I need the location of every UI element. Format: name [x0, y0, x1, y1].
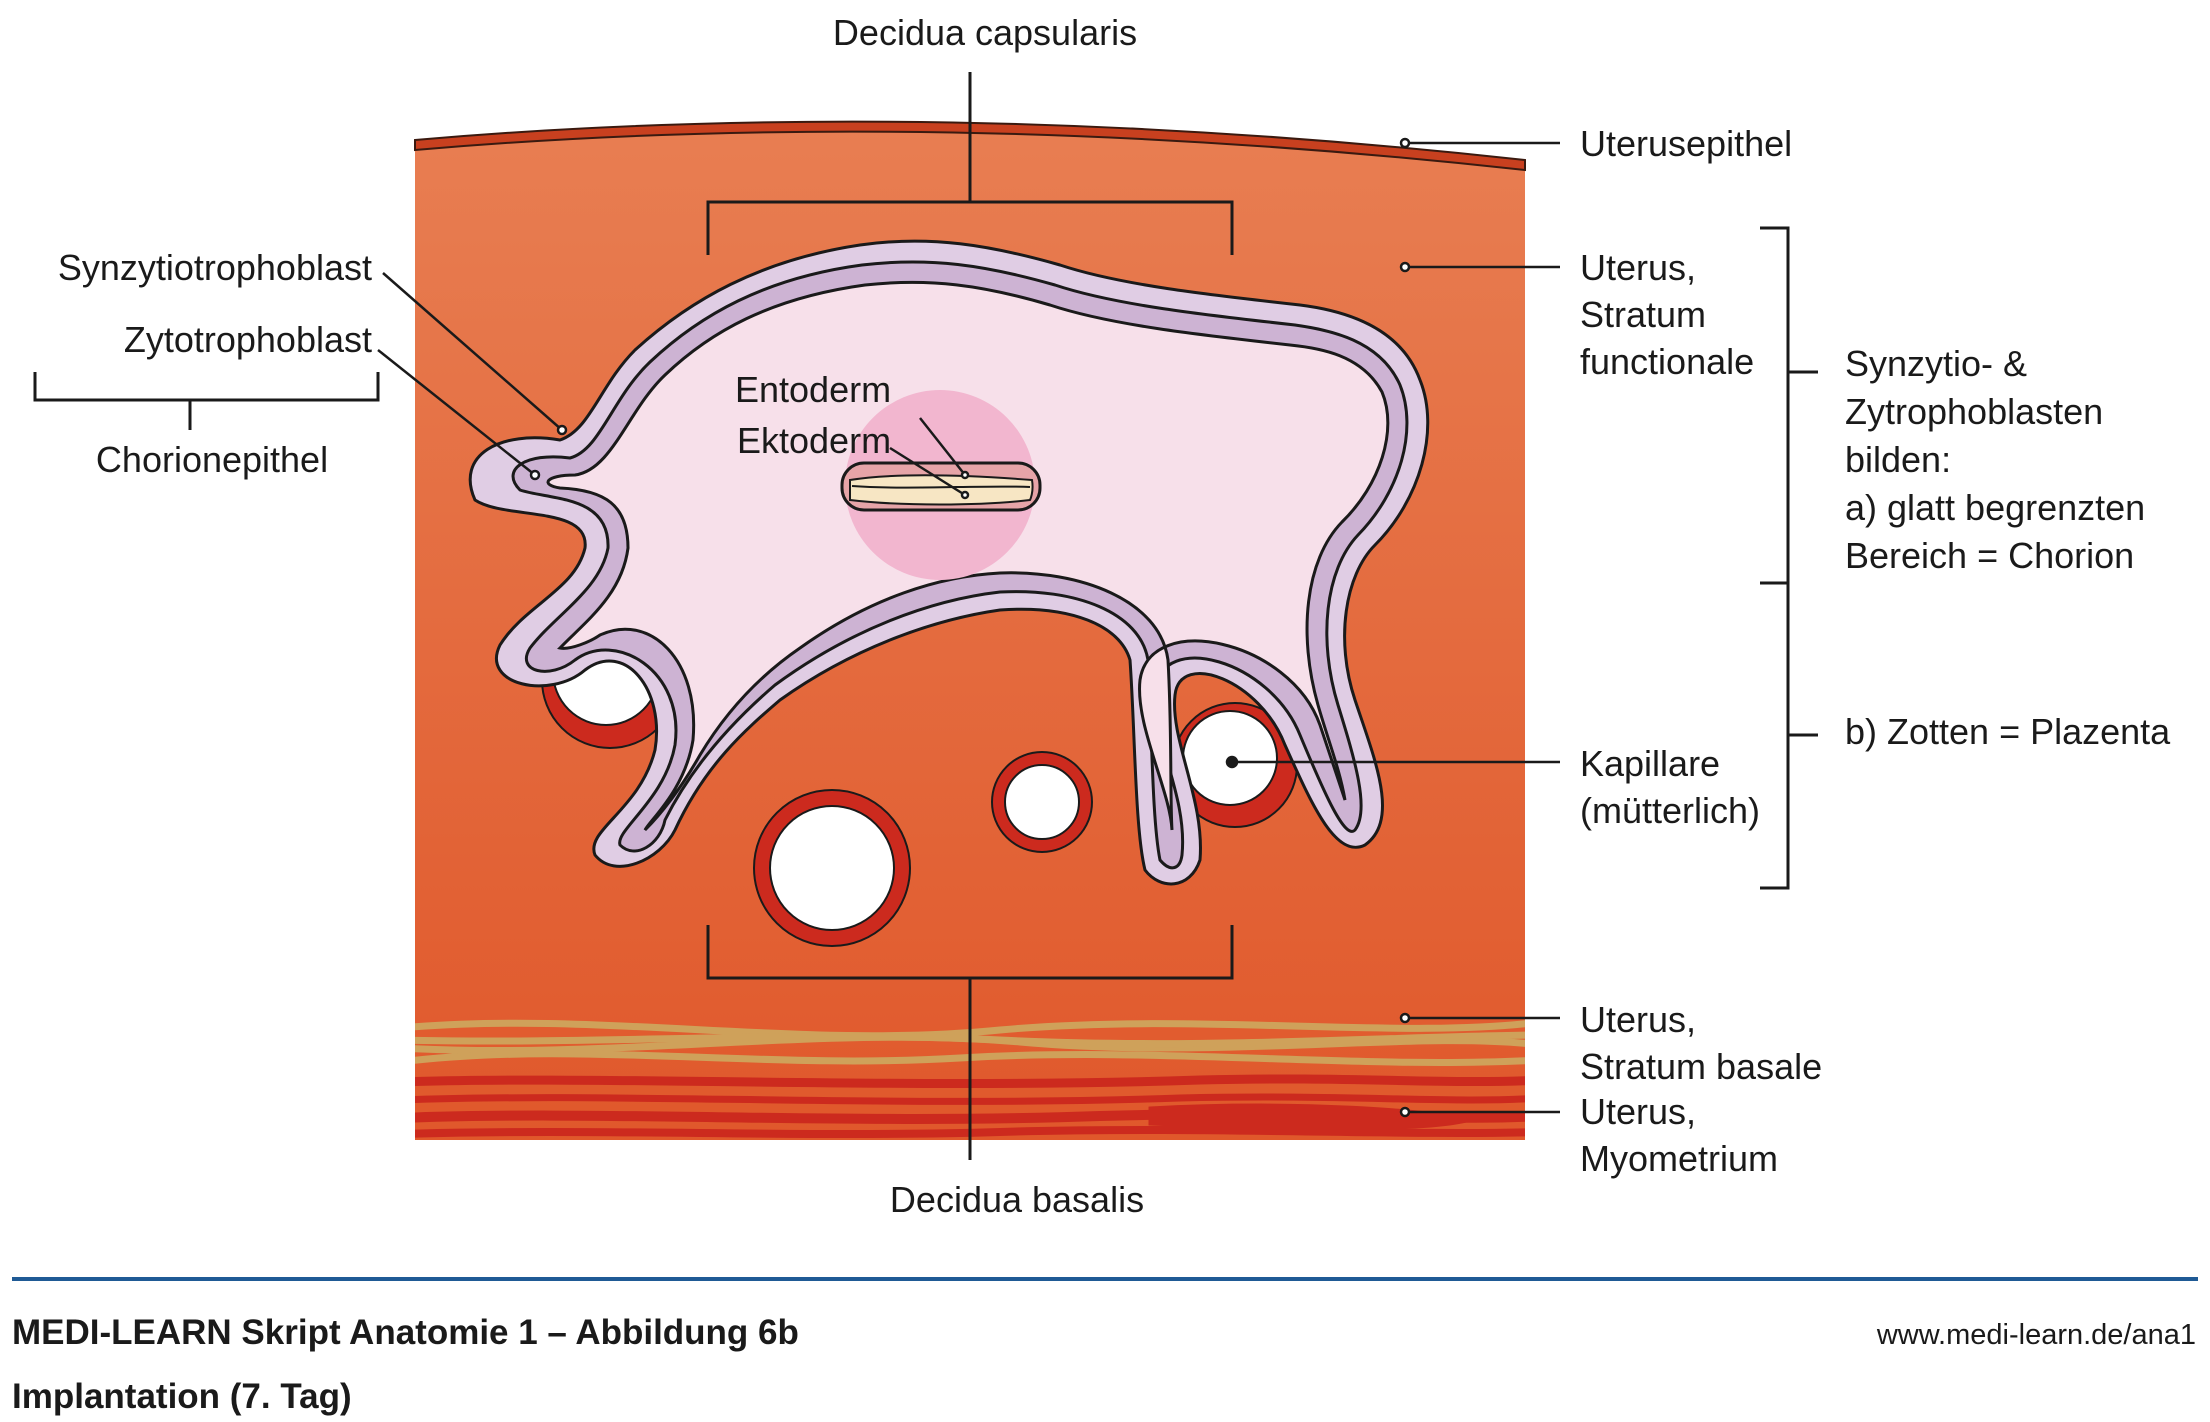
footer-url[interactable]: www.medi-learn.de/ana1	[1876, 1319, 2196, 1351]
label-uterusepithel: Uterusepithel	[1580, 123, 1792, 164]
label-entoderm: Entoderm	[735, 369, 891, 410]
label-kapillare: Kapillare (mütterlich)	[1580, 743, 1760, 831]
myometrium-fibers	[415, 1074, 1525, 1138]
footer-subtitle: Implantation (7. Tag)	[12, 1377, 352, 1416]
label-stratum-functionale: Uterus, Stratum functionale	[1580, 247, 1754, 382]
decidua-basalis-bracket	[706, 925, 1234, 1160]
footer-title: MEDI-LEARN Skript Anatomie 1 – Abbildung…	[12, 1313, 799, 1352]
label-ektoderm: Ektoderm	[737, 420, 891, 461]
leader-lines	[377, 137, 1560, 1118]
label-synzytiotrophoblast: Synzytiotrophoblast	[58, 247, 372, 288]
trophoblast-note-bracket	[1760, 226, 1818, 890]
label-zytotrophoblast: Zytotrophoblast	[124, 319, 372, 360]
chorionepithel-bracket	[33, 372, 380, 430]
label-stratum-basale: Uterus, Stratum basale	[1580, 999, 1822, 1087]
figure-footer: MEDI-LEARN Skript Anatomie 1 – Abbildung…	[0, 1277, 2210, 1422]
label-decidua-basalis: Decidua basalis	[890, 1179, 1144, 1220]
label-trophoblast-note: Synzytio- & Zytrophoblasten bilden: a) g…	[1845, 343, 2155, 576]
blastocyst	[468, 239, 1430, 886]
label-note-zotten: b) Zotten = Plazenta	[1845, 711, 2171, 752]
embryonic-disc	[840, 461, 1042, 512]
decidua-capsularis-bracket	[706, 72, 1234, 255]
stratum-basale-fibers	[415, 1018, 1525, 1066]
label-decidua-capsularis: Decidua capsularis	[833, 12, 1137, 53]
label-chorionepithel: Chorionepithel	[96, 439, 328, 480]
footer-divider	[12, 1277, 2198, 1281]
label-myometrium: Uterus, Myometrium	[1580, 1091, 1778, 1179]
uterus-epithel-layer	[414, 120, 1526, 172]
